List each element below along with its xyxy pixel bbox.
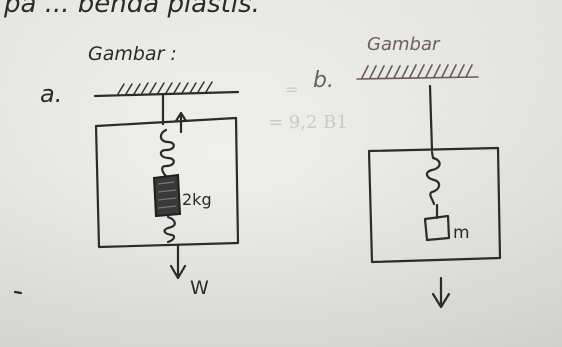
- fig-b-label: b.: [313, 68, 334, 93]
- fig-a-box: [94, 116, 240, 249]
- fig-a-ceiling: [93, 90, 240, 98]
- stray-mark: [13, 290, 23, 295]
- fig-a-mass-label: 2kg: [182, 190, 212, 209]
- fig-b-spring: [425, 150, 441, 206]
- fig-b-rope: [428, 84, 434, 152]
- fig-b-mass: [423, 214, 451, 242]
- faint-mark-1: =: [285, 80, 298, 99]
- fig-a-label: a.: [40, 80, 62, 108]
- fig-a-ceiling-hatch: [117, 81, 213, 95]
- figure-a: Gambar : a. 2kg W: [13, 43, 240, 299]
- fig-b-caption: Gambar: [367, 34, 441, 55]
- fig-a-spring-lower: [163, 215, 176, 244]
- fig-b-box: [367, 146, 502, 264]
- faint-mark-2: = 9,2 B1: [268, 112, 348, 133]
- fig-b-arrow: [431, 276, 451, 309]
- fig-a-weight-label: W: [190, 277, 209, 299]
- fig-b-ceiling-hatch: [361, 64, 473, 79]
- fig-a-tension-arrow: [174, 111, 188, 134]
- figure-b: Gambar b. m: [313, 34, 502, 309]
- fig-a-mass: [152, 173, 182, 218]
- fig-a-spring-upper: [159, 128, 175, 178]
- header-text: pa ... benda plastis.: [3, 0, 260, 19]
- fig-a-mass-texture: [157, 181, 177, 209]
- fig-a-weight-arrow: [169, 244, 187, 280]
- fig-a-caption: Gambar :: [88, 43, 177, 65]
- fig-b-mass-label: m: [453, 223, 470, 243]
